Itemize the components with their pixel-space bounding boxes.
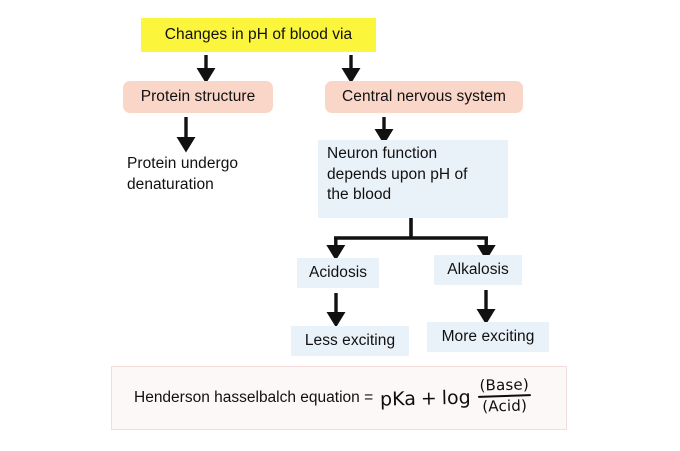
formula-plus-operator: + — [420, 387, 438, 410]
node-less-exciting[interactable]: Less exciting — [291, 326, 409, 356]
equation-formula: pKa + log (Base) (Acid) — [379, 375, 532, 419]
node-more-exciting[interactable]: More exciting — [427, 322, 549, 352]
equation-row: Henderson hasselbalch equation = pKa + l… — [112, 375, 566, 419]
arrow-neuron-function-split-branch — [326, 218, 496, 261]
node-central-nervous-system[interactable]: Central nervous system — [325, 81, 523, 113]
node-acidosis[interactable]: Acidosis — [297, 258, 379, 288]
node-protein-undergo-denaturation: Protein undergo denaturation — [127, 155, 239, 193]
node-protein-structure[interactable]: Protein structure — [123, 81, 273, 113]
formula-denominator-acid: (Acid) — [482, 396, 528, 416]
formula-log: log — [441, 386, 472, 410]
formula-fraction: (Base) (Acid) — [477, 375, 532, 416]
formula-pka: pKa — [379, 387, 417, 411]
node-alkalosis[interactable]: Alkalosis — [434, 255, 522, 285]
node-neuron-function-depends-upon-ph[interactable]: Neuron function depends upon pH of the b… — [318, 140, 508, 218]
equation-label: Henderson hasselbalch equation = — [134, 388, 374, 406]
formula-numerator-base: (Base) — [479, 375, 530, 395]
henderson-hasselbalch-equation-panel: Henderson hasselbalch equation = pKa + l… — [111, 366, 567, 430]
node-changes-in-ph-of-blood-via[interactable]: Changes in pH of blood via — [141, 18, 376, 52]
